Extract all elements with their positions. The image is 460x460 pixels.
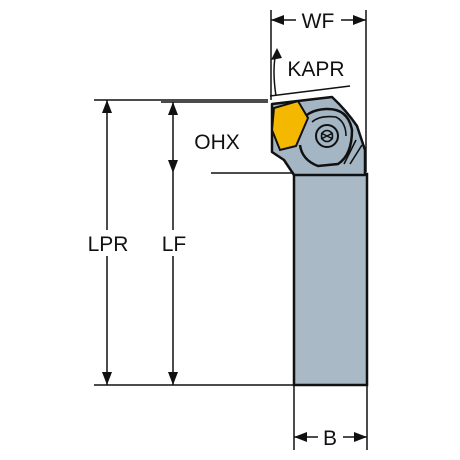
- lf-arrow-bottom: [168, 372, 178, 385]
- screw-icon: [315, 124, 339, 148]
- kapr-arrow-top: [271, 48, 282, 60]
- wf-label: WF: [302, 10, 335, 33]
- kapr-label: KAPR: [287, 58, 344, 81]
- wf-arrow-right: [353, 15, 366, 25]
- tool-shank: [292, 172, 369, 387]
- ohx-arrow-top: [168, 102, 178, 115]
- lpr-arrow-top: [102, 100, 112, 113]
- clamp-recess: [298, 107, 354, 168]
- b-arrow-right: [354, 432, 367, 442]
- b-label: B: [323, 427, 337, 450]
- b-arrow-left: [294, 432, 307, 442]
- b-label-gap: [318, 425, 343, 449]
- lpr-arrow-bottom: [102, 372, 112, 385]
- head-edge-detail: [343, 139, 363, 165]
- wf-label-gap: [296, 8, 341, 32]
- lpr-label: LPR: [88, 233, 129, 256]
- lf-label-gap: [153, 230, 193, 256]
- wf-arrow-left: [271, 15, 284, 25]
- lpr-label-gap: [77, 230, 139, 256]
- recess-inner-line: [311, 115, 347, 137]
- lf-label: LF: [162, 233, 187, 256]
- ohx-arrow-bottom: [168, 160, 178, 173]
- cutting-insert: [270, 99, 310, 152]
- kapr-reference-line: [269, 85, 351, 97]
- ohx-label: OHX: [194, 131, 240, 154]
